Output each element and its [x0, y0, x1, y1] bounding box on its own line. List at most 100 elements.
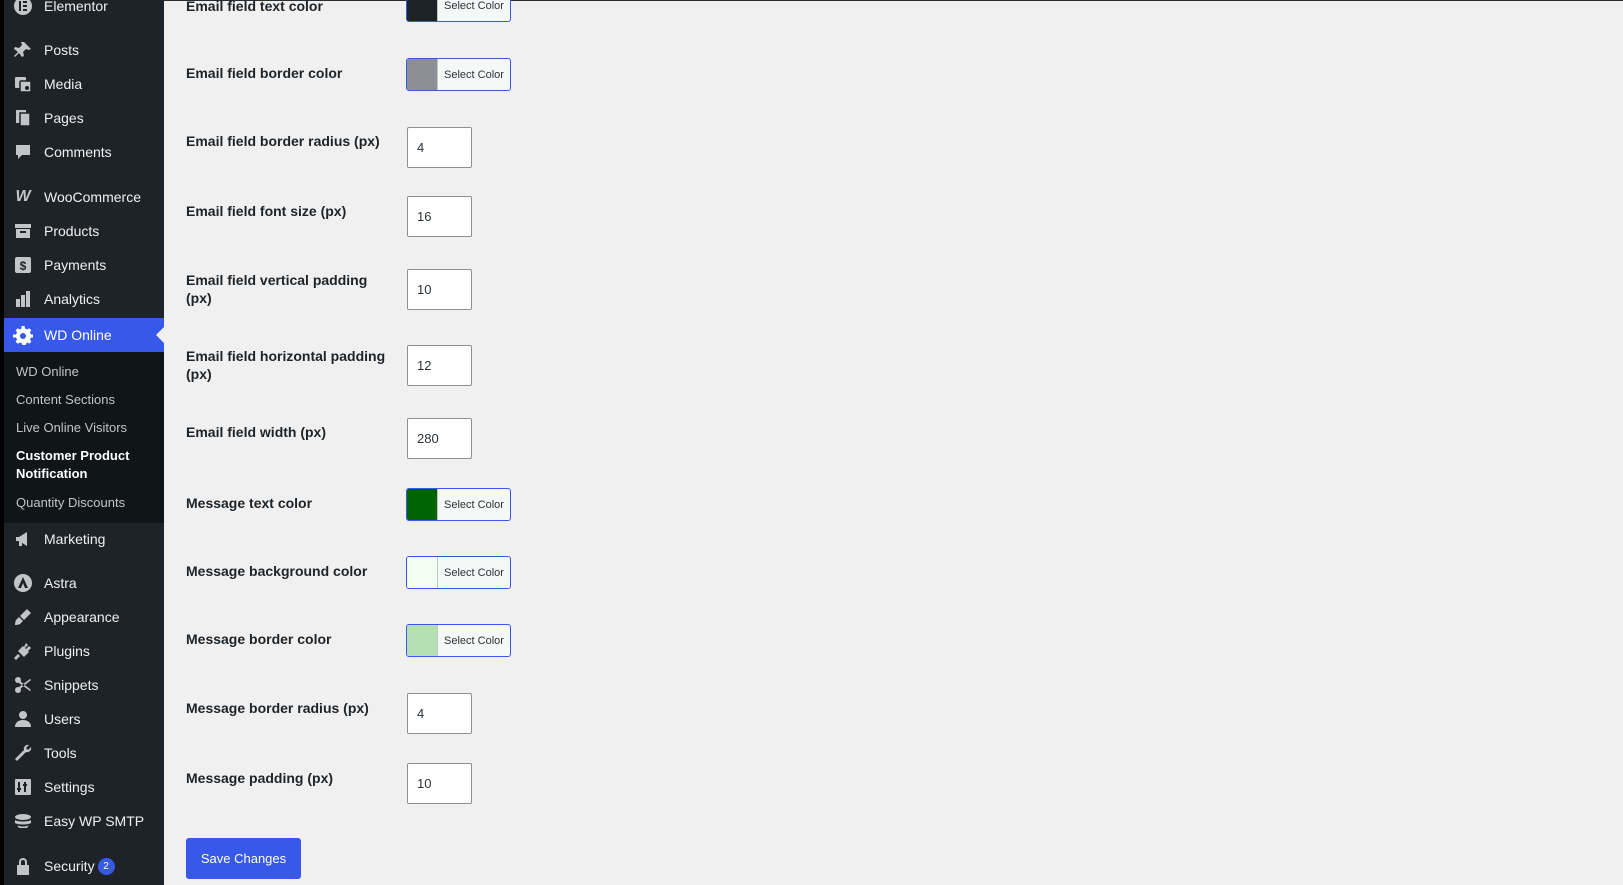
email-border-color-picker[interactable]: Select Color: [406, 58, 511, 91]
scissors-icon: [12, 674, 34, 696]
sidebar-item-label: Comments: [44, 144, 112, 160]
setting-label: Message text color: [186, 495, 313, 511]
sidebar-item-label: Media: [44, 76, 83, 92]
sidebar-item-analytics[interactable]: Analytics: [4, 282, 164, 316]
select-color-label: Select Color: [444, 0, 504, 12]
astra-icon: [12, 572, 34, 594]
sidebar-item-label: Tools: [44, 745, 77, 761]
elementor-icon: [12, 0, 34, 17]
sidebar-item-users[interactable]: Users: [4, 702, 164, 736]
message-border-radius-input[interactable]: 4: [407, 693, 472, 734]
megaphone-icon: [12, 528, 34, 550]
setting-label: Email field font size (px): [186, 203, 347, 219]
sidebar-item-products[interactable]: Products: [4, 214, 164, 248]
setting-label: Message background color: [186, 563, 368, 579]
setting-label: Email field border color: [186, 65, 343, 81]
sidebar-item-settings[interactable]: Settings: [4, 770, 164, 804]
setting-label: Email field vertical padding (px): [186, 272, 368, 306]
sidebar-item-label: Plugins: [44, 643, 90, 659]
setting-label: Message border radius (px): [186, 700, 369, 716]
sidebar-item-label: Security: [44, 858, 95, 874]
woocommerce-icon: W: [15, 188, 31, 205]
media-icon: [12, 73, 34, 95]
select-color-label: Select Color: [444, 68, 504, 81]
sidebar-item-appearance[interactable]: Appearance: [4, 600, 164, 634]
update-count-badge: 2: [97, 857, 115, 875]
email-text-color-picker[interactable]: Select Color: [406, 0, 511, 22]
sidebar-item-label: Snippets: [44, 677, 99, 693]
sidebar-item-pages[interactable]: Pages: [4, 101, 164, 135]
smtp-icon: [12, 810, 34, 832]
sidebar-item-label: Settings: [44, 779, 95, 795]
setting-label: Email field width (px): [186, 424, 327, 440]
sidebar-item-label: WooCommerce: [44, 189, 141, 205]
setting-label: Email field text color: [186, 0, 323, 14]
dollar-icon: $: [12, 254, 34, 276]
sidebar-item-tools[interactable]: Tools: [4, 736, 164, 770]
submenu-item-content-sections[interactable]: Content Sections: [16, 392, 116, 407]
setting-label: Email field horizontal padding (px): [186, 348, 386, 382]
sidebar-item-security[interactable]: Security 2: [4, 849, 164, 883]
sidebar-item-label: Payments: [44, 257, 107, 273]
sidebar-item-marketing[interactable]: Marketing: [4, 522, 164, 556]
sidebar-item-label: Users: [44, 711, 81, 727]
sidebar-item-media[interactable]: Media: [4, 67, 164, 101]
content-top-border: [164, 0, 1623, 1]
sidebar-item-elementor[interactable]: Elementor: [4, 0, 164, 23]
sidebar-item-astra[interactable]: Astra: [4, 566, 164, 600]
pages-icon: [12, 107, 34, 129]
sidebar-item-label: Pages: [44, 110, 84, 126]
sidebar-item-label: Easy WP SMTP: [44, 813, 145, 829]
sidebar-item-label: Astra: [44, 575, 77, 591]
message-border-color-picker[interactable]: Select Color: [406, 624, 511, 657]
email-horizontal-padding-input[interactable]: 12: [407, 345, 472, 386]
sidebar-item-woocommerce[interactable]: W WooCommerce: [4, 180, 164, 214]
sidebar-item-label: Elementor: [44, 0, 108, 14]
sidebar-item-label: Products: [44, 223, 100, 239]
pin-icon: [12, 39, 34, 61]
sidebar-item-payments[interactable]: $ Payments: [4, 248, 164, 282]
message-padding-input[interactable]: 10: [407, 763, 472, 804]
sidebar-item-label: Analytics: [44, 291, 101, 307]
wd-online-submenu: WD Online Content Sections Live Online V…: [4, 352, 164, 523]
setting-label: Email field border radius (px): [186, 133, 380, 149]
save-changes-button[interactable]: Save Changes: [186, 838, 301, 879]
message-background-color-picker[interactable]: Select Color: [406, 556, 511, 589]
user-icon: [12, 708, 34, 730]
select-color-label: Select Color: [444, 634, 504, 647]
message-text-color-picker[interactable]: Select Color: [406, 488, 511, 521]
submenu-item-live-online-visitors[interactable]: Live Online Visitors: [16, 420, 128, 435]
plugin-icon: [12, 640, 34, 662]
email-vertical-padding-input[interactable]: 10: [407, 269, 472, 310]
sidebar-item-snippets[interactable]: Snippets: [4, 668, 164, 702]
sidebar-item-label: Marketing: [44, 531, 106, 547]
email-width-input[interactable]: 280: [407, 418, 472, 459]
settings-icon: [12, 776, 34, 798]
setting-label: Message padding (px): [186, 770, 334, 786]
lock-icon: [12, 855, 34, 877]
sidebar-item-label: WD Online: [44, 327, 112, 343]
color-swatch: [407, 489, 438, 520]
submenu-item-customer-product-notification[interactable]: Customer Product Notification: [16, 448, 130, 481]
color-swatch: [407, 625, 438, 656]
sidebar-item-wd-online[interactable]: WD Online: [4, 318, 164, 352]
color-swatch: [407, 557, 438, 588]
gear-icon: [12, 324, 34, 346]
sidebar-item-posts[interactable]: Posts: [4, 33, 164, 67]
select-color-label: Select Color: [444, 566, 504, 579]
wrench-icon: [12, 742, 34, 764]
sidebar-item-plugins[interactable]: Plugins: [4, 634, 164, 668]
submenu-item-quantity-discounts[interactable]: Quantity Discounts: [16, 495, 126, 510]
sidebar-item-comments[interactable]: Comments: [4, 135, 164, 169]
sidebar-item-easy-wp-smtp[interactable]: Easy WP SMTP: [4, 804, 164, 838]
comment-icon: [12, 141, 34, 163]
archive-icon: [12, 220, 34, 242]
email-border-radius-input[interactable]: 4: [407, 127, 472, 168]
sidebar-item-label: Appearance: [44, 609, 120, 625]
brush-icon: [12, 606, 34, 628]
chart-bar-icon: [12, 288, 34, 310]
select-color-label: Select Color: [444, 498, 504, 511]
submenu-item-wd-online[interactable]: WD Online: [16, 364, 79, 379]
setting-label: Message border color: [186, 631, 332, 647]
email-font-size-input[interactable]: 16: [407, 196, 472, 237]
